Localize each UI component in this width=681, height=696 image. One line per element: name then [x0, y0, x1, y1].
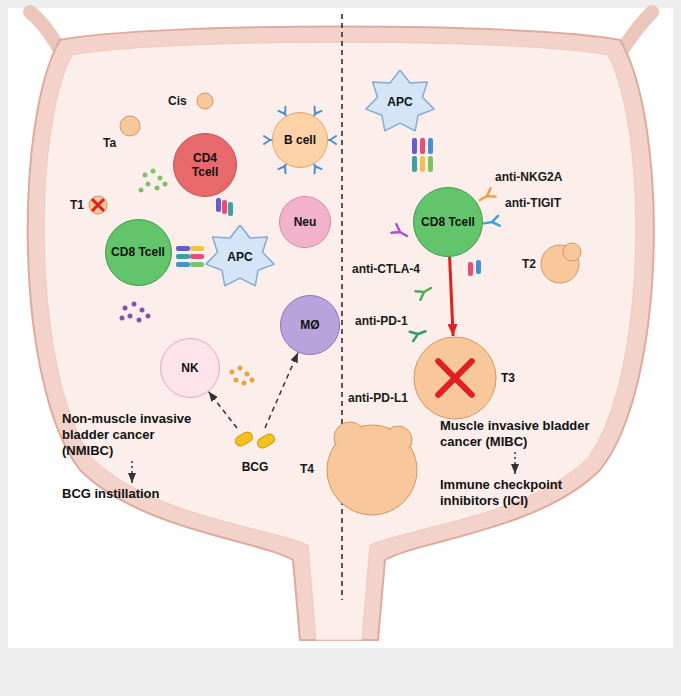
apc-cell: APC — [365, 70, 435, 134]
node-label: CD4 Tcell — [180, 151, 231, 179]
caption-text: BCG instillation — [62, 486, 202, 502]
cd8-tcell: CD8 Tcell — [413, 187, 483, 257]
node-label: CD8 Tcell — [111, 245, 165, 259]
antibody-label: anti-CTLA-4 — [352, 262, 420, 276]
node-label: APC — [387, 95, 412, 109]
tumor-t4 — [327, 422, 417, 515]
tumor-ta — [120, 116, 140, 136]
red-x — [92, 199, 104, 211]
tumor-t1 — [89, 196, 107, 214]
cytokine-dots — [120, 302, 151, 323]
stage-label: T1 — [70, 198, 84, 212]
treatment-label: Immune checkpoint inhibitors (ICI) — [440, 474, 590, 511]
tumor-shape — [413, 336, 497, 420]
apc-body — [206, 225, 274, 286]
antibody-label: anti-PD-L1 — [348, 391, 408, 405]
stage-label: T2 — [522, 257, 536, 271]
tumor-t2 — [541, 243, 581, 283]
ureter — [622, 12, 652, 50]
divider — [341, 14, 343, 600]
stage-label: T4 — [300, 462, 314, 476]
antibody-label: anti-TIGIT — [505, 196, 561, 210]
node-label: Neu — [294, 215, 317, 229]
treatment-label: BCG instillation — [62, 483, 202, 504]
card — [8, 8, 673, 648]
cd4-tcell: CD4 Tcell — [173, 133, 237, 197]
disease-label: Non-muscle invasive bladder cancer (NMIB… — [62, 408, 202, 461]
node-label: CD8 Tcell — [421, 215, 475, 229]
cytokine-dots — [139, 169, 168, 193]
ureter — [30, 12, 60, 50]
stage-label: Ta — [103, 136, 116, 150]
nk-cell: NK — [160, 338, 220, 398]
connector-arrow — [209, 392, 238, 428]
neutrophil: Neu — [279, 196, 331, 248]
cd8-tcell: CD8 Tcell — [105, 219, 172, 286]
bladder-wall — [28, 27, 654, 641]
node-label: BCG — [242, 460, 269, 474]
disease-label: Muscle invasive bladder cancer (MIBC) — [440, 415, 590, 452]
bcg-bacteria — [225, 428, 285, 452]
node-label: APC — [227, 250, 252, 264]
tumor-t3: T3 — [413, 336, 497, 420]
connector-arrow — [450, 257, 454, 336]
b-cell: B cell — [272, 112, 328, 168]
caption-text: Immune checkpoint inhibitors (ICI) — [440, 477, 590, 509]
node-label: MØ — [300, 318, 319, 332]
caption-text: Non-muscle invasive bladder cancer (NMIB… — [62, 411, 202, 459]
cytokine-dots — [230, 366, 255, 386]
connector-arrow — [514, 452, 516, 474]
antibody-label: anti-NKG2A — [495, 170, 562, 184]
antibody-label: anti-PD-1 — [355, 314, 408, 328]
tumor-cis — [197, 93, 213, 109]
antibody — [264, 107, 336, 173]
node-label: T3 — [501, 371, 515, 385]
node-label: NK — [181, 361, 198, 375]
stage-label: Cis — [168, 94, 187, 108]
macrophage: MØ — [280, 295, 340, 355]
apc-body — [366, 70, 434, 131]
caption-text: Muscle invasive bladder cancer (MIBC) — [440, 418, 590, 450]
apc-cell: APC — [205, 225, 275, 289]
connector-arrow — [265, 353, 298, 429]
bladder-lumen — [44, 42, 636, 640]
node-label: B cell — [284, 133, 316, 147]
bcg: BCG — [225, 428, 285, 474]
red-x — [438, 361, 472, 395]
connector-arrow — [131, 461, 133, 483]
